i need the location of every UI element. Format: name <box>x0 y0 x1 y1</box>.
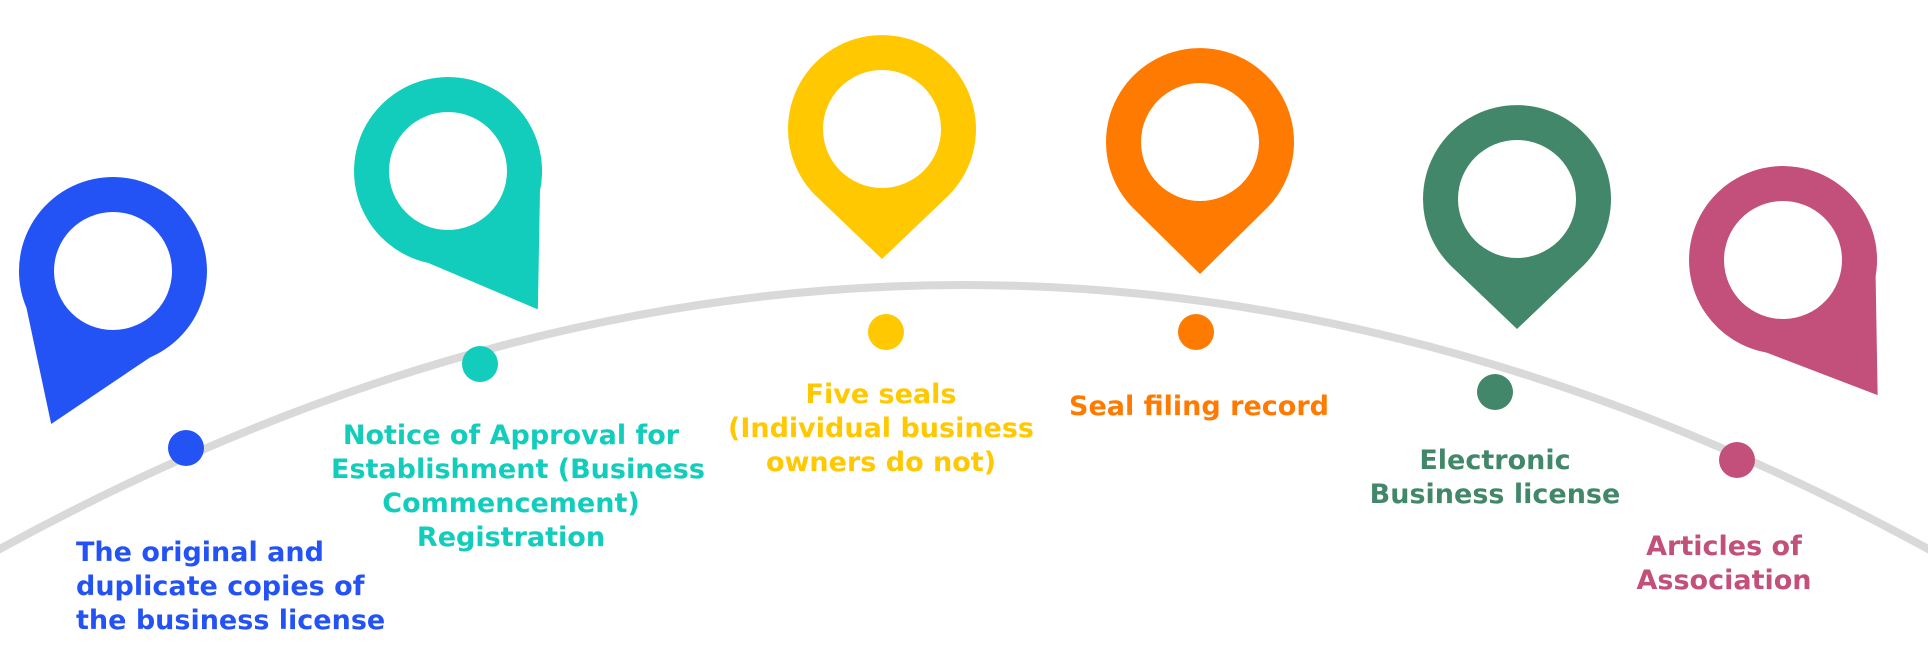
label-line: Articles of <box>1646 531 1802 562</box>
timeline-dot <box>1178 314 1214 350</box>
label-line: Electronic <box>1419 445 1571 476</box>
location-pin-icon <box>1106 48 1294 274</box>
label-line: Association <box>1636 565 1812 596</box>
location-pin-icon <box>18 177 207 424</box>
label-line: Five seals <box>805 379 957 410</box>
label-line: Establishment (Business <box>331 454 705 485</box>
milestone-label-five-seals: Five seals (Individual business owners d… <box>711 378 1051 480</box>
location-pin-icon <box>1423 105 1611 329</box>
location-pin-icon <box>1689 166 1878 396</box>
label-line: Business license <box>1369 479 1621 510</box>
timeline-dot <box>1477 374 1513 410</box>
label-line: (Individual business <box>727 413 1035 444</box>
label-line: owners do not) <box>765 447 997 478</box>
label-line: Registration <box>416 522 606 553</box>
milestone-label-articles-of-association: Articles of Association <box>1604 530 1844 598</box>
location-pin-icon <box>354 77 542 310</box>
label-line: The original and <box>76 537 324 568</box>
label-line: the business license <box>76 605 386 636</box>
timeline-dot <box>168 430 204 466</box>
milestone-label-notice-of-approval: Notice of Approval for Establishment (Bu… <box>331 419 705 555</box>
milestone-label-business-license: The original and duplicate copies of the… <box>76 536 385 638</box>
label-line: Seal filing record <box>1069 391 1329 422</box>
timeline-dot <box>868 314 904 350</box>
timeline-dot <box>462 346 498 382</box>
timeline-arc <box>0 281 1928 554</box>
label-line: duplicate copies of <box>76 571 365 602</box>
milestone-label-seal-filing-record: Seal filing record <box>1049 390 1349 424</box>
label-line: Notice of Approval for <box>342 420 680 451</box>
timeline-dot <box>1719 442 1755 478</box>
milestone-label-electronic-business-license: Electronic Business license <box>1355 444 1635 512</box>
location-pin-icon <box>788 35 976 259</box>
label-line: Commencement) <box>382 488 640 519</box>
